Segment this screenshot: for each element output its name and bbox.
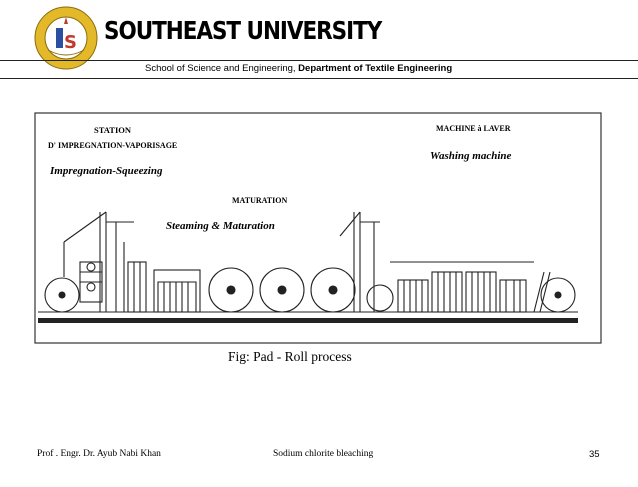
pad-roll-process-diagram: STATION D' IMPREGNATION-VAPORISAGE Impre… — [34, 112, 602, 344]
label-impregnation-fr: D' IMPREGNATION-VAPORISAGE — [48, 141, 177, 150]
department-name: Department of Textile Engineering — [298, 63, 453, 74]
header-divider-top — [0, 60, 638, 61]
school-department-line: School of Science and Engineering, Depar… — [145, 63, 452, 74]
university-name: SOUTHEAST UNIVERSITY — [104, 16, 382, 45]
header-divider-bottom — [0, 78, 638, 79]
footer-author: Prof . Engr. Dr. Ayub Nabi Khan — [37, 449, 161, 459]
figure-caption: Fig: Pad - Roll process — [228, 349, 352, 364]
label-maturation-en: Steaming & Maturation — [166, 220, 275, 232]
label-machine-fr: MACHINE à LAVER — [436, 124, 511, 133]
footer-topic: Sodium chlorite bleaching — [273, 449, 374, 459]
svg-text:S: S — [64, 32, 77, 53]
label-station: STATION — [94, 125, 132, 135]
label-machine-en: Washing machine — [430, 150, 512, 162]
page-number: 35 — [589, 449, 600, 460]
label-impregnation-en: Impregnation-Squeezing — [49, 165, 163, 177]
university-logo: S — [34, 6, 98, 70]
school-name: School of Science and Engineering, — [145, 63, 296, 74]
label-maturation-fr: MATURATION — [232, 196, 287, 205]
